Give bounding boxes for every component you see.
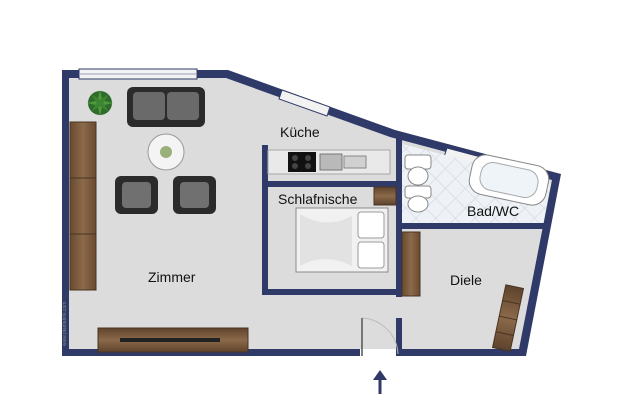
wardrobe-left — [69, 121, 97, 291]
room-label-zimmer: Zimmer — [148, 269, 196, 285]
window-top-left — [78, 68, 198, 80]
sideboard — [97, 327, 249, 353]
bidet-icon — [404, 185, 432, 213]
bed-icon — [295, 207, 389, 273]
bathtub-icon — [468, 154, 550, 206]
arrow-up-icon — [373, 370, 387, 394]
coffee-table-icon — [147, 133, 185, 171]
armchair-icon-left — [115, 176, 158, 214]
armchair-icon-right — [173, 176, 216, 214]
room-label-bad: Bad/WC — [467, 203, 519, 219]
entrance-door[interactable] — [360, 317, 399, 357]
interior-walls — [262, 137, 545, 356]
credit-text: www.planfabrik.com — [62, 302, 68, 346]
hall-wardrobe — [401, 231, 421, 297]
sofa-icon — [127, 87, 205, 127]
window-top-middle — [278, 89, 331, 117]
shoe-rack — [491, 284, 525, 352]
plant-icon — [87, 90, 113, 116]
room-label-kueche: Küche — [280, 124, 320, 140]
kitchen-counter — [267, 149, 391, 175]
room-label-schlafnische: Schlafnische — [278, 191, 358, 207]
room-label-diele: Diele — [450, 272, 482, 288]
bedroom-shelf — [373, 186, 397, 206]
toilet-icon — [404, 154, 432, 186]
